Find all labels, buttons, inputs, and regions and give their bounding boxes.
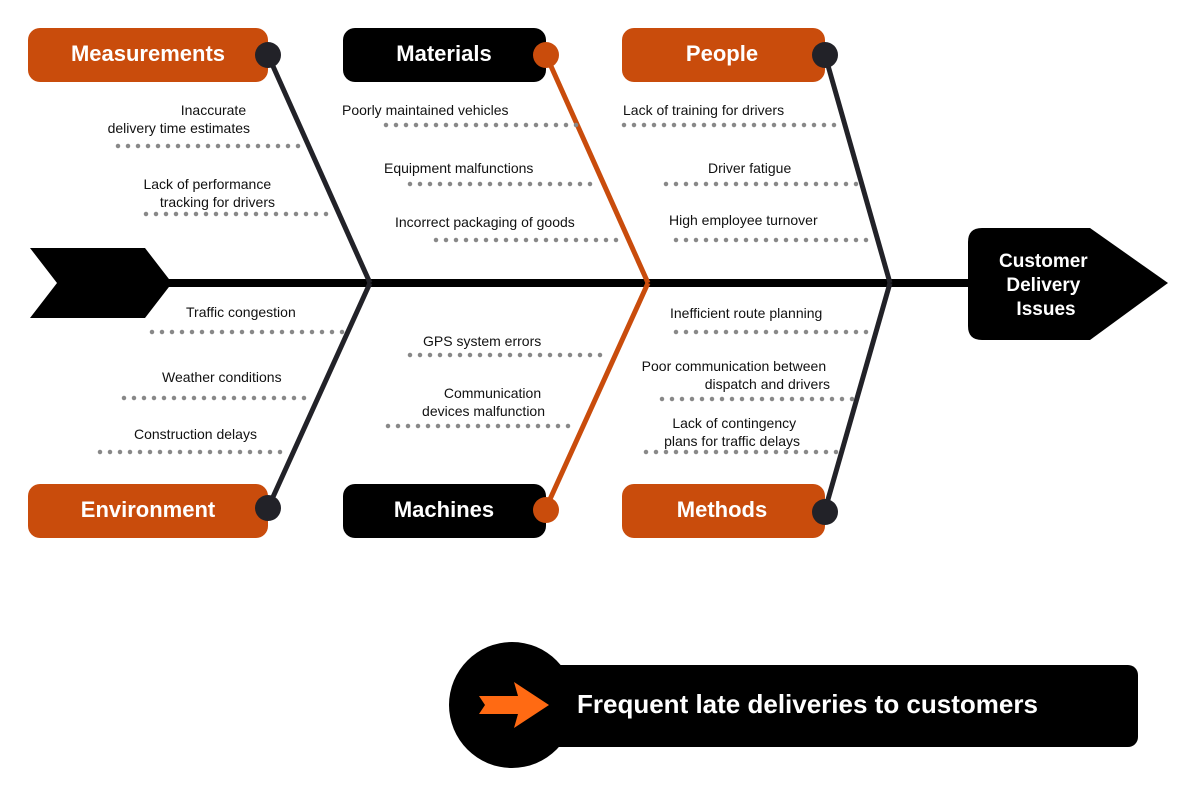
category-materials: Materials (343, 28, 546, 82)
cause-lack-training: Lack of training for drivers (623, 102, 784, 118)
cause-lack-performance-tracking: Lack of performance tracking for drivers (143, 176, 275, 210)
cause-lack-contingency: Lack of contingency plans for traffic de… (664, 415, 800, 449)
problem-statement: Frequent late deliveries to customers (449, 642, 1138, 768)
bone-end-dot (255, 42, 281, 68)
cause-traffic-congestion: Traffic congestion (186, 304, 296, 320)
bone-end-dot (255, 495, 281, 521)
cause-equipment-malfunctions: Equipment malfunctions (384, 160, 533, 176)
cause-inaccurate-estimates: Inaccurate delivery time estimates (108, 102, 250, 136)
problem-text: Frequent late deliveries to customers (577, 689, 1038, 719)
cause-poorly-maintained-vehicles: Poorly maintained vehicles (342, 102, 509, 118)
bone-environment (265, 281, 373, 510)
cause-construction-delays: Construction delays (134, 426, 257, 442)
cause-route-planning: Inefficient route planning (670, 305, 822, 321)
cause-employee-turnover: High employee turnover (669, 212, 818, 228)
effect-head: Customer Delivery Issues (968, 228, 1168, 340)
effect-label: Customer Delivery Issues (999, 251, 1093, 320)
category-people: People (622, 28, 825, 82)
bone-measurements (265, 53, 373, 285)
bone-materials (543, 53, 651, 285)
bone-machines (543, 281, 651, 510)
category-measurements: Measurements (28, 28, 268, 82)
bone-end-dot (533, 42, 559, 68)
category-environment: Environment (28, 484, 268, 538)
cause-gps-errors: GPS system errors (423, 333, 541, 349)
bone-people (822, 54, 893, 284)
category-label: Environment (81, 497, 216, 522)
category-label: Materials (396, 41, 491, 66)
category-methods: Methods (622, 484, 825, 538)
cause-communication-devices: Communication devices malfunction (422, 385, 545, 419)
cause-incorrect-packaging: Incorrect packaging of goods (395, 214, 575, 230)
bone-end-dot (812, 42, 838, 68)
cause-driver-fatigue: Driver fatigue (708, 160, 791, 176)
bone-end-dot (812, 499, 838, 525)
category-label: Methods (677, 497, 767, 522)
category-label: People (686, 41, 758, 66)
cause-weather-conditions: Weather conditions (162, 369, 282, 385)
bone-end-dot (533, 497, 559, 523)
bone-methods (822, 282, 893, 511)
category-label: Measurements (71, 41, 225, 66)
fish-tail (30, 248, 172, 318)
category-machines: Machines (343, 484, 546, 538)
arrow-right-icon (479, 682, 549, 728)
cause-poor-communication: Poor communication between dispatch and … (642, 358, 830, 392)
category-label: Machines (394, 497, 494, 522)
